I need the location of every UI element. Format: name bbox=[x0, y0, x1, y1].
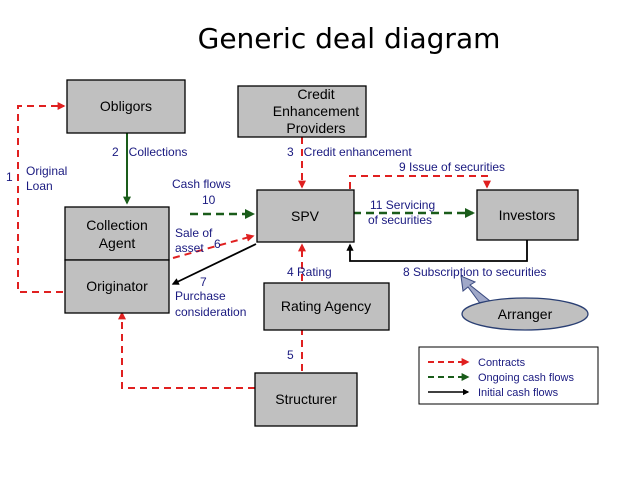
step5-label: 5 bbox=[287, 348, 294, 362]
obligors-box bbox=[66, 79, 186, 134]
credit-enhancement-label-1: Credit bbox=[297, 86, 334, 102]
step7-label-1: Purchase bbox=[175, 289, 226, 303]
step6-label-2: asset bbox=[175, 241, 204, 255]
rating-agency-box bbox=[263, 282, 390, 331]
arranger-ellipse bbox=[461, 297, 589, 331]
rating-agency-label: Rating Agency bbox=[281, 298, 371, 314]
spv-label: SPV bbox=[291, 208, 320, 224]
structurer-box bbox=[254, 372, 358, 427]
step10-label: Cash flows bbox=[172, 177, 231, 191]
nodes: Obligors Credit Enhancement Providers Co… bbox=[64, 79, 589, 427]
step11-label-2: of securities bbox=[368, 213, 432, 227]
collection-agent-label-1: Collection bbox=[86, 217, 147, 233]
legend-initial-cash-flows: Initial cash flows bbox=[478, 387, 559, 399]
legend-ongoing-cash-flows: Ongoing cash flows bbox=[478, 372, 574, 384]
arrow-subscription bbox=[346, 240, 528, 262]
legend-frame bbox=[418, 346, 599, 405]
step-labels: 1 Original Loan 2 Collections 3 Credit e… bbox=[6, 145, 546, 362]
step10-number: 10 bbox=[202, 193, 216, 207]
credit-enhancement-box bbox=[237, 85, 367, 138]
structurer-label: Structurer bbox=[275, 391, 337, 407]
step11-label-1: 11 Servicing bbox=[370, 198, 435, 212]
step7-label-2: consideration bbox=[175, 305, 246, 319]
obligors-label: Obligors bbox=[100, 98, 152, 114]
collection-agent-box bbox=[64, 206, 170, 261]
legend: Contracts Ongoing cash flows Initial cas… bbox=[418, 346, 599, 405]
legend-contracts: Contracts bbox=[478, 357, 526, 369]
investors-label: Investors bbox=[499, 207, 556, 223]
credit-enhancement-label-2: Enhancement bbox=[273, 103, 360, 119]
arrow-original-loan bbox=[17, 102, 66, 293]
investors-box bbox=[476, 189, 579, 241]
step8-label: 8 Subscription to securities bbox=[403, 265, 546, 279]
step7-number: 7 bbox=[200, 275, 207, 289]
step4-label: 4 Rating bbox=[287, 265, 332, 279]
originator-box bbox=[64, 259, 170, 314]
step6-label-1: Sale of bbox=[175, 226, 213, 240]
step1-label-1: Original bbox=[26, 164, 67, 178]
originator-label: Originator bbox=[86, 278, 148, 294]
credit-enhancement-label-3: Providers bbox=[286, 120, 345, 136]
spv-box bbox=[256, 189, 355, 243]
arranger-label: Arranger bbox=[498, 306, 553, 322]
diagram-title: Generic deal diagram bbox=[197, 22, 501, 55]
step6-number: 6 bbox=[214, 237, 221, 251]
step9-label: 9 Issue of securities bbox=[399, 160, 505, 174]
step2-label: 2 Collections bbox=[112, 145, 187, 159]
arrow-structurer-originator bbox=[118, 311, 255, 389]
step1-label-2: Loan bbox=[26, 179, 53, 193]
step1-number: 1 bbox=[6, 170, 13, 184]
collection-agent-label-2: Agent bbox=[99, 235, 136, 251]
connectors bbox=[17, 102, 528, 389]
arrow-issue-of-securities bbox=[349, 175, 491, 189]
arrow-purchase-consideration bbox=[171, 243, 257, 285]
step3-label: 3 Credit enhancement bbox=[287, 145, 412, 159]
arrow-sale-of-asset bbox=[172, 233, 255, 259]
